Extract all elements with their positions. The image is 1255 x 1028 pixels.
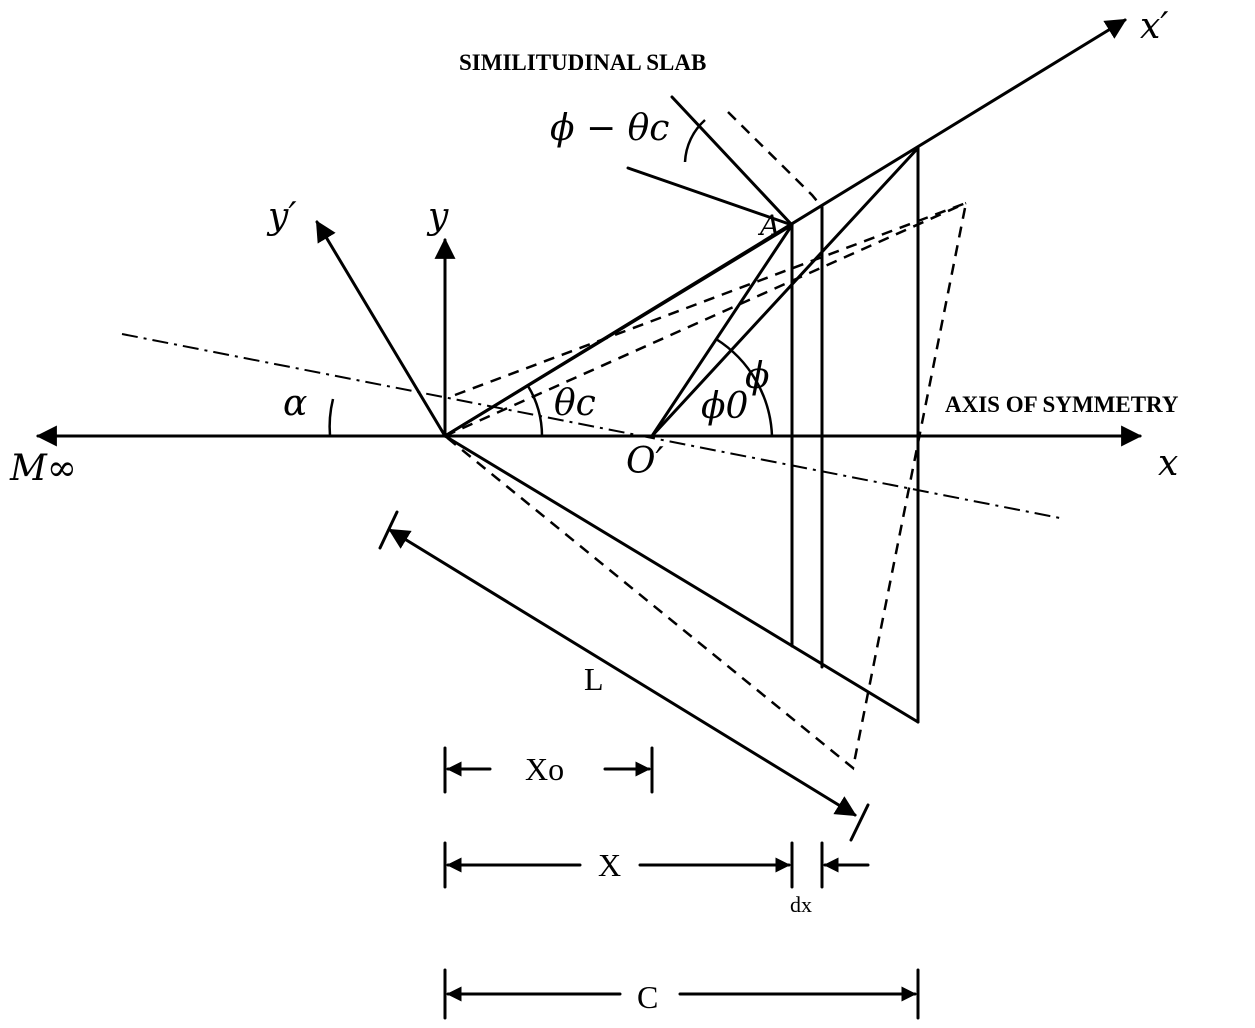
theta-c-arc (526, 385, 544, 437)
alpha-label: α (283, 383, 307, 424)
dx-label: dx (790, 892, 812, 917)
ray-o-prime-to-base (650, 146, 920, 438)
ray-o-prime-to-a (650, 223, 794, 438)
m-infinity-label: M∞ (9, 448, 77, 489)
x0-label: Xo (525, 751, 564, 787)
slab-reference-line (626, 166, 794, 227)
y-prime-axis-line (315, 220, 447, 438)
x-dim-label: X (598, 847, 621, 883)
phi-0-arc (715, 337, 774, 437)
point-a-label: A (757, 209, 780, 242)
x-label: x (1158, 443, 1178, 484)
length-l-tick-start (378, 510, 399, 550)
o-prime-label: O′ (626, 441, 664, 482)
inclined-cone-dashed-generator (444, 201, 967, 438)
slab-dashed-outline (727, 111, 823, 208)
cone-lower-generator (443, 434, 920, 724)
length-l-line (388, 528, 857, 817)
y-label: y (426, 196, 449, 237)
y-prime-label: y′ (266, 196, 297, 237)
cone-upper-generator (443, 223, 794, 438)
alpha-arc (328, 398, 335, 437)
length-l-tick-end (849, 803, 870, 842)
axis-title: AXIS OF SYMMETRY (945, 392, 1179, 417)
theta-c-label: θc (554, 383, 596, 424)
length-l-label: L (584, 661, 604, 697)
phi-0-label: ϕ0 (701, 386, 748, 427)
phi-label: ϕ (745, 356, 770, 397)
inclined-centerline (121, 333, 1061, 519)
x-prime-label: x′ (1140, 6, 1168, 47)
slab-title: SIMILITUDINAL SLAB (459, 50, 706, 75)
phi-minus-theta-label: ϕ − θc (550, 108, 669, 149)
phi-minus-theta-arc (683, 119, 706, 163)
inclined-cone-dashed (444, 201, 968, 771)
c-dim-label: C (637, 979, 658, 1015)
slab-normal-line (670, 95, 794, 227)
